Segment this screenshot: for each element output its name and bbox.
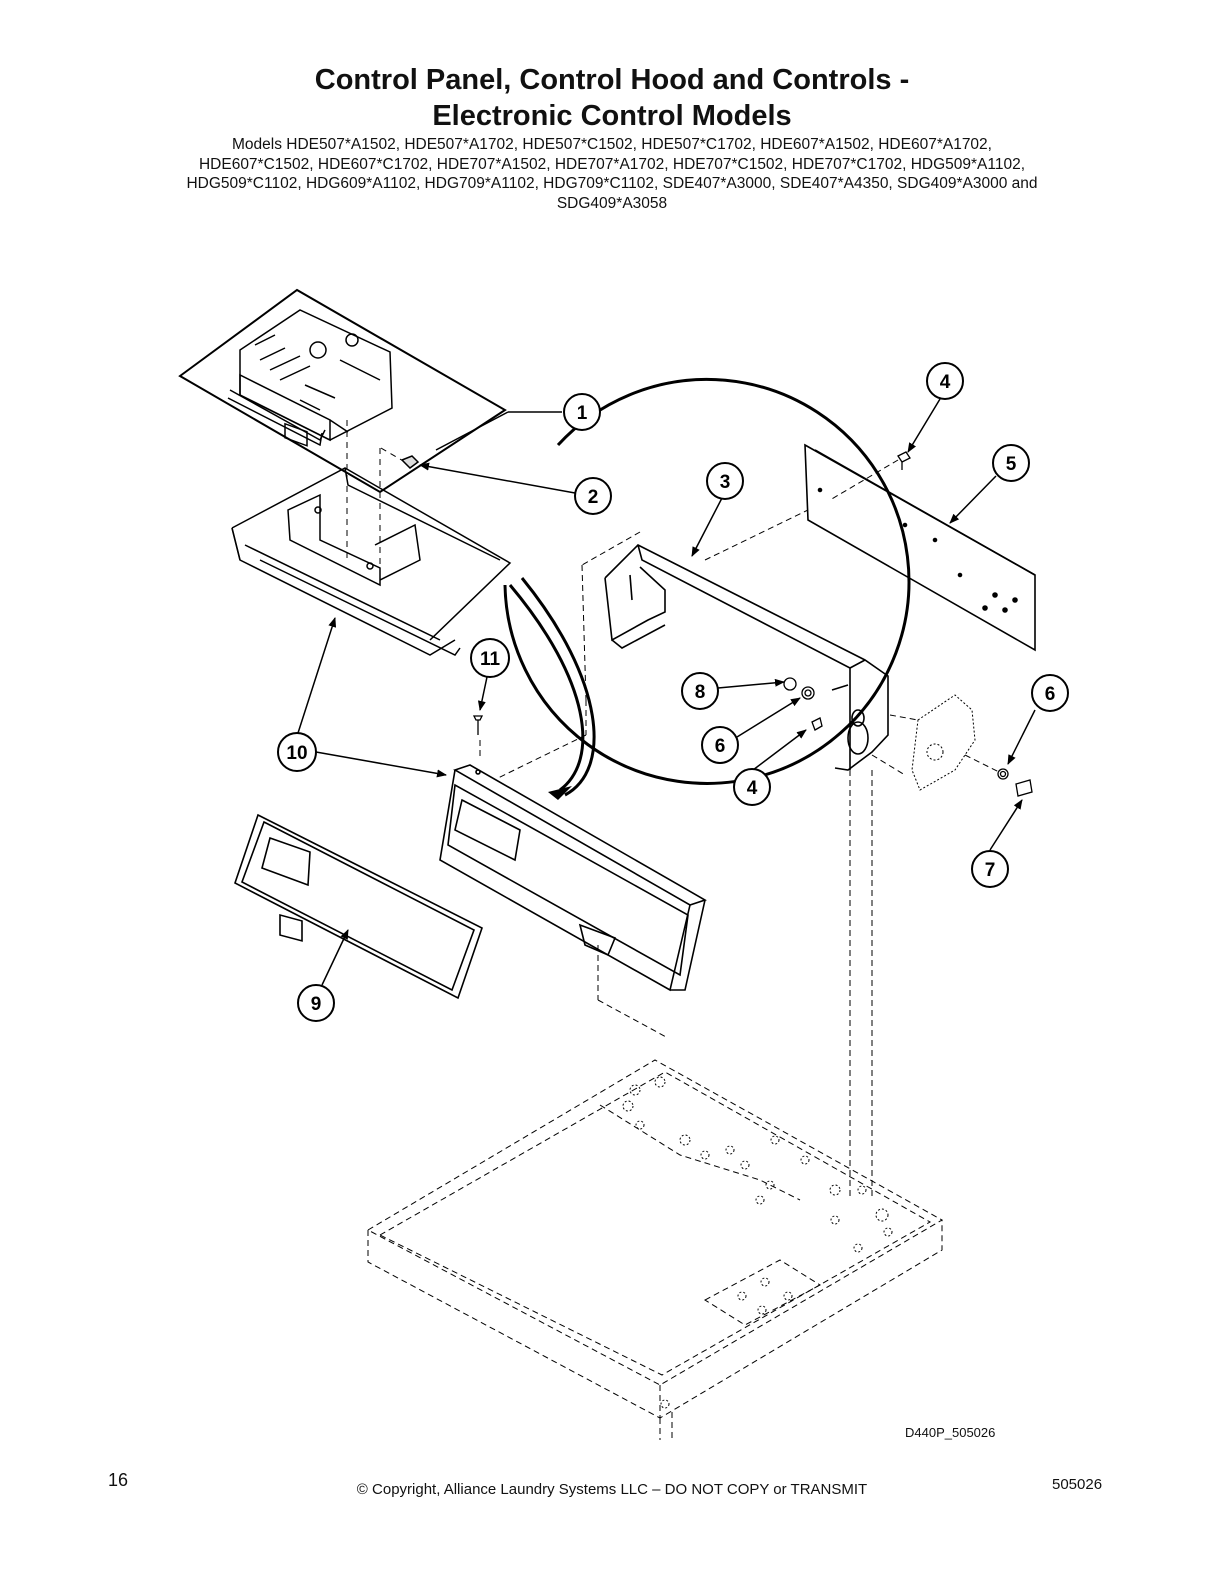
svg-text:8: 8 [695, 682, 706, 703]
copyright-notice: © Copyright, Alliance Laundry Systems LL… [356, 1481, 868, 1498]
callout-2: 2 [574, 477, 612, 515]
svg-text:4: 4 [747, 778, 758, 799]
leader-lines [297, 398, 1036, 986]
svg-text:6: 6 [1045, 684, 1056, 705]
callout-1: 1 [563, 393, 601, 431]
callout-8: 8 [681, 672, 719, 710]
callout-10: 10 [277, 732, 317, 772]
model-line-1: Models HDE507*A1502, HDE507*A1702, HDE50… [232, 136, 992, 153]
callout-11: 11 [470, 638, 510, 678]
svg-text:11: 11 [480, 649, 501, 670]
cabinet-holes [622, 1076, 893, 1409]
dryer-cabinet-top [366, 459, 1006, 1440]
callout-5: 5 [992, 444, 1030, 482]
callout-4-bottom: 4 [733, 768, 771, 806]
control-overlay [234, 813, 483, 1000]
hardware [472, 451, 1033, 797]
model-line-4: SDG409*A3058 [556, 194, 668, 212]
callout-6-right: 6 [1031, 674, 1069, 712]
screw-detail [400, 455, 420, 469]
model-list: Models HDE507*A1502, HDE507*A1702, HDE50… [100, 135, 1124, 213]
console-bracket-detail [231, 467, 512, 656]
svg-text:3: 3 [720, 472, 731, 493]
side-bracket [911, 694, 976, 791]
svg-text:4: 4 [940, 372, 951, 393]
model-line-2: HDE607*C1502, HDE607*C1702, HDE707*A1502… [198, 155, 1026, 173]
svg-text:10: 10 [286, 743, 307, 764]
svg-text:9: 9 [311, 994, 322, 1015]
rear-panel [804, 443, 1036, 652]
callout-3: 3 [706, 462, 744, 500]
detail-tail-arrow [508, 577, 596, 800]
callout-7: 7 [971, 850, 1009, 888]
title-line-1: Control Panel, Control Hood and Controls… [314, 64, 910, 96]
model-line-3: HDG509*C1102, HDG609*A1102, HDG709*A1102… [186, 175, 1038, 192]
callout-4-top: 4 [926, 362, 964, 400]
detail-magnifier [503, 377, 911, 785]
control-hood [604, 544, 889, 771]
svg-text:7: 7 [985, 860, 996, 881]
page-number: 16 [108, 1470, 129, 1490]
callouts: 1 2 3 4 5 6 6 4 [277, 362, 1069, 1022]
callout-6-left: 6 [701, 726, 739, 764]
svg-text:6: 6 [715, 736, 726, 757]
svg-text:2: 2 [588, 487, 599, 508]
callout-9: 9 [297, 984, 335, 1022]
svg-text:1: 1 [577, 403, 588, 424]
document-number: 505026 [1052, 1476, 1103, 1493]
drawing-code: D440P_505026 [905, 1425, 996, 1440]
svg-text:5: 5 [1006, 454, 1017, 475]
page-title: Control Panel, Control Hood and Controls… [0, 62, 1224, 134]
control-board-detail [178, 288, 507, 494]
console-panel [439, 764, 707, 992]
title-line-2: Electronic Control Models [432, 100, 792, 132]
